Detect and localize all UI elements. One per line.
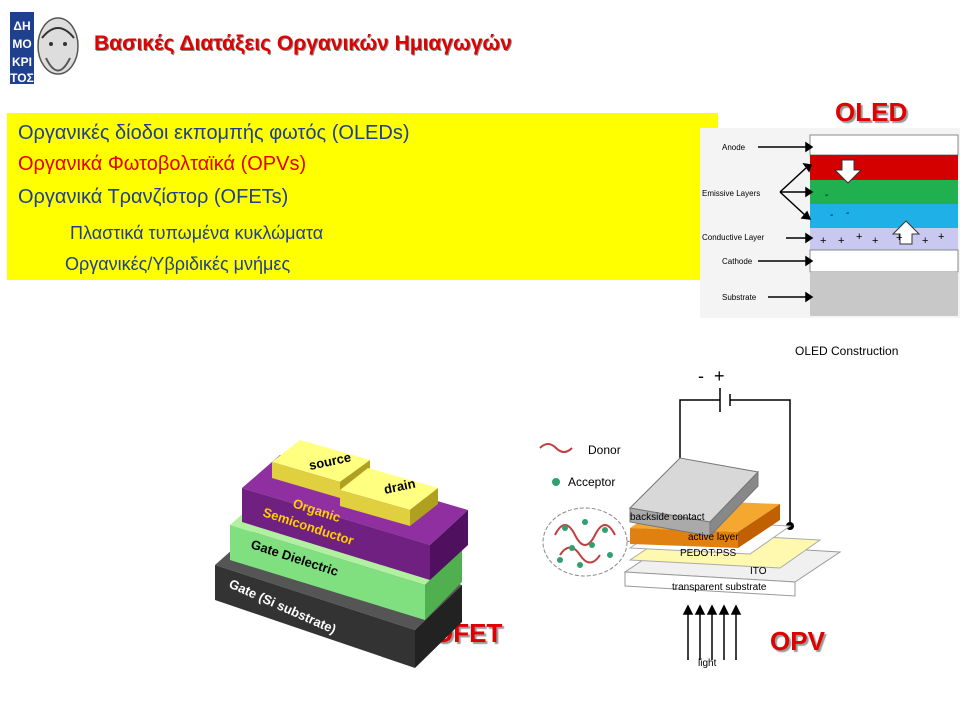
ofet-semiconductor-side: [430, 510, 468, 580]
svg-text:+: +: [922, 235, 928, 247]
list-item-opvs: Οργανικά Φωτοβολταϊκά (OPVs): [18, 153, 307, 175]
oled-anode-label: Anode: [722, 143, 746, 152]
opv-blend-magnifier: [542, 507, 628, 577]
list-item-ofets: Οργανικά Τρανζίστορ (OFETs): [18, 186, 289, 208]
opv-acceptor-label: Acceptor: [568, 475, 615, 489]
ofet-source-front: [272, 462, 340, 498]
opv-label: OPV: [770, 626, 825, 656]
ofet-drain-label: drain: [383, 476, 417, 497]
ofet-drain-front: [340, 490, 410, 526]
opv-plus-label: +: [714, 366, 725, 386]
svg-text:-: -: [846, 208, 849, 219]
oled-plus-sign: +: [896, 232, 902, 244]
ofet-drain-top: [340, 468, 438, 510]
opv-donor-label: Donor: [588, 443, 621, 457]
logo-letters-3: ΚΡΙ: [12, 55, 32, 69]
oled-cathode-label: Cathode: [722, 257, 753, 266]
ofet-source-top: [272, 440, 370, 482]
acceptor-icon: [552, 478, 560, 486]
light-arrows-icon: [682, 604, 742, 660]
oled-emissive-green: [810, 180, 958, 204]
oled-charge-signs: + + + + + +: [820, 231, 944, 247]
oled-label: OLED: [835, 97, 908, 127]
down-arrow-icon: [833, 159, 863, 184]
svg-text:+: +: [838, 235, 844, 247]
opv-diagram: - + Donor Acceptor: [539, 366, 842, 669]
oled-conductive-label: Conductive Layer: [702, 233, 765, 242]
svg-text:-: -: [830, 210, 833, 221]
logo-letters-1: ΔΗ: [13, 19, 30, 33]
svg-text:+: +: [820, 235, 826, 247]
ofet-dielectric-side: [425, 548, 462, 620]
list-item-memories: Οργανικές/Υβριδικές μνήμες: [65, 254, 291, 274]
svg-text:+: +: [872, 235, 878, 247]
oled-substrate-label: Substrate: [722, 293, 757, 302]
list-item-printed-circuits: Πλαστικά τυπωμένα κυκλώματα: [70, 223, 324, 243]
svg-text:+: +: [856, 231, 862, 243]
ofet-dielectric-front: [230, 525, 425, 620]
logo-letters-4: ΤΟΣ: [10, 71, 34, 85]
list-item-oleds: Οργανικές δίοδοι εκπομπής φωτός (OLEDs): [18, 122, 410, 144]
ofet-semiconductor-front: [242, 488, 430, 580]
oled-conductive-layer: [810, 228, 958, 250]
logo-letters-2: ΜΟ: [12, 37, 31, 51]
oled-minus-signs: ---: [825, 190, 849, 221]
oled-anode-layer: [809, 134, 959, 156]
opv-minus-label: -: [698, 366, 704, 386]
up-arrow-icon: [891, 220, 921, 245]
opv-backside-label: backside contact: [630, 512, 705, 523]
opv-backside-side: [709, 470, 759, 538]
oled-emissive-red: [810, 155, 958, 180]
opv-active-label: active layer: [688, 532, 739, 543]
opv-substrate-front: [624, 571, 796, 597]
opv-ito-label: ITO: [750, 566, 767, 577]
opv-circuit-wires: [679, 388, 791, 530]
opv-pedot-label: PEDOT:PSS: [680, 548, 736, 559]
oled-caption: OLED Construction: [795, 344, 898, 358]
svg-text:+: +: [938, 231, 944, 243]
slide-title: Βασικές Διατάξεις Οργανικών Ημιαγωγών: [94, 32, 512, 55]
opv-active-side: [738, 504, 780, 548]
opv-substrate-label: transparent substrate: [672, 582, 767, 593]
oled-diagram: + +++ +++ --- Anode Emissive Layers Cond…: [700, 128, 960, 358]
oled-substrate-layer: [810, 272, 958, 316]
oled-emissive-blue: [810, 204, 958, 228]
democritus-logo: ΔΗ ΜΟ ΚΡΙ ΤΟΣ: [6, 8, 84, 88]
ofet-gate-front: [215, 565, 415, 668]
donor-icon: [539, 443, 573, 453]
oled-cathode-layer: [809, 249, 959, 273]
ofet-drain-side: [410, 488, 438, 526]
ofet-diagram: source drain Organic Semiconductor Gate …: [215, 440, 468, 668]
highlight-box: [7, 113, 718, 280]
svg-text:-: -: [825, 190, 828, 201]
ofet-gate-side: [415, 585, 462, 668]
oled-emissive-label: Emissive Layers: [702, 189, 760, 198]
opv-light-label: light: [698, 658, 717, 669]
